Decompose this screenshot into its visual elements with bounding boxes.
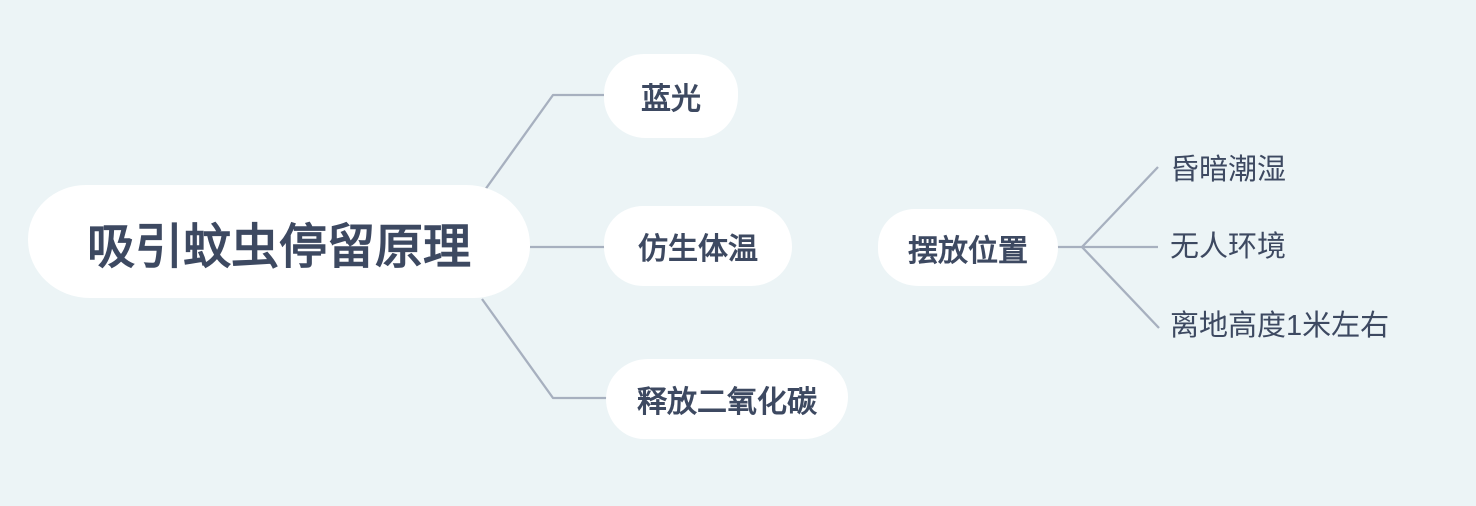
subtopic-label-unmanned[interactable]: 无人环境 (1170, 231, 1287, 263)
branch-label: 仿生体温 (638, 233, 758, 266)
root-topic-node[interactable]: 吸引蚊虫停留原理 (28, 185, 530, 298)
branch-node-blue-light[interactable]: 蓝光 (604, 54, 738, 138)
root-topic-label: 吸引蚊虫停留原理 (86, 220, 471, 274)
connector-root-to-co2 (481, 298, 607, 400)
branch-node-bionic-temperature[interactable]: 仿生体温 (604, 206, 792, 286)
branch-node-release-co2[interactable]: 释放二氧化碳 (606, 359, 848, 439)
subtopic-label-dim-damp[interactable]: 昏暗潮湿 (1170, 154, 1287, 186)
topic-label: 摆放位置 (908, 234, 1028, 268)
subtopic-label-height-1m[interactable]: 离地高度1米左右 (1170, 310, 1390, 342)
connector-placement-to-height (1081, 246, 1160, 329)
branch-label: 蓝光 (641, 83, 701, 116)
branch-label: 释放二氧化碳 (637, 386, 817, 419)
connector-root-to-blue-light (481, 93, 605, 195)
connector-placement-to-dim-damp (1081, 166, 1159, 248)
topic-node-placement[interactable]: 摆放位置 (878, 209, 1058, 286)
